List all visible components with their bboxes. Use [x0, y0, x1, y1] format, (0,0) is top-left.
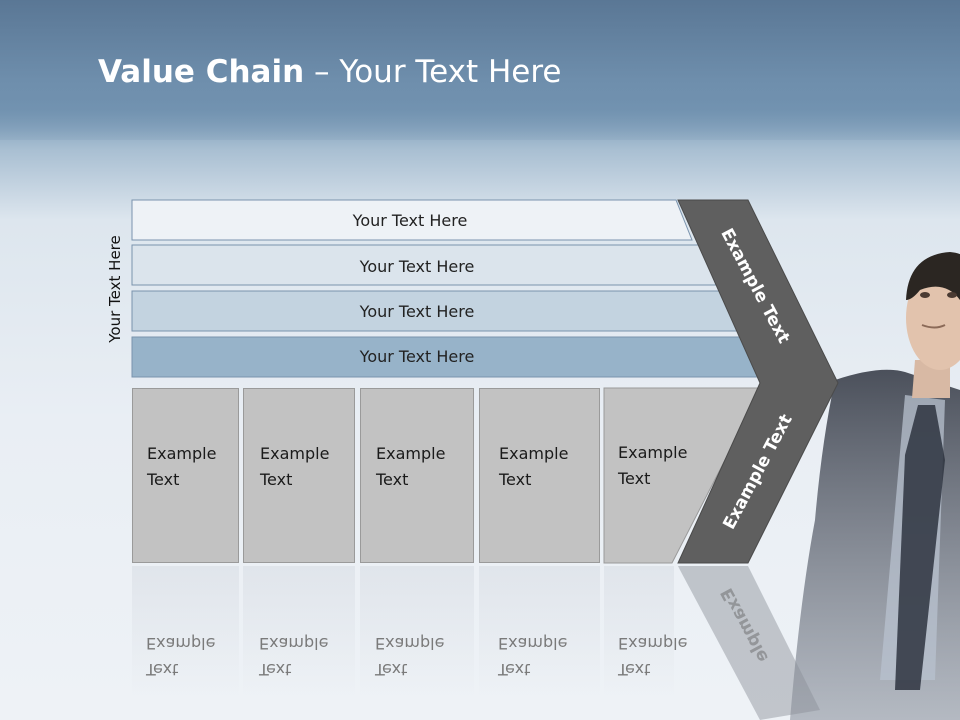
chevron-reflection — [678, 566, 820, 720]
box-5-shape — [603, 387, 763, 564]
box-5-reflection — [604, 566, 674, 696]
box-5-line2: Text — [618, 469, 651, 488]
box-1-line2: Text — [147, 470, 180, 489]
page-title: Value Chain – Your Text Here — [98, 54, 562, 90]
row-1-shape — [131, 199, 693, 241]
row-2-label: Your Text Here — [359, 256, 475, 276]
row-1: Your Text Here — [132, 200, 688, 240]
box-4-line2: Text — [499, 470, 532, 489]
box-1-line1: Example — [147, 444, 217, 463]
box-4-reflection — [479, 566, 600, 696]
box-5-line1: Example — [618, 443, 688, 462]
header-band — [0, 0, 960, 140]
row-4-label: Your Text Here — [359, 346, 475, 366]
row-4: Your Text Here — [132, 336, 702, 376]
box-1: Example Text — [132, 388, 239, 563]
box-2-reflection — [243, 566, 355, 696]
box-1-reflection — [132, 566, 239, 696]
row-2: Your Text Here — [132, 246, 702, 286]
box-3-line1: Example — [376, 444, 446, 463]
box-2: Example Text — [243, 388, 355, 563]
box-4: Example Text — [479, 388, 600, 563]
box-4-line1: Example — [499, 444, 569, 463]
box-3: Example Text — [360, 388, 474, 563]
box-3-line2: Text — [376, 470, 409, 489]
box-2-line2: Text — [260, 470, 293, 489]
chevron-shape — [677, 199, 839, 564]
row-3: Your Text Here — [132, 291, 702, 331]
box-5: Example Text — [604, 388, 724, 563]
box-3-reflection — [360, 566, 474, 696]
row-3-label: Your Text Here — [359, 301, 475, 321]
row-1-label: Your Text Here — [352, 210, 468, 230]
box-2-line1: Example — [260, 444, 330, 463]
